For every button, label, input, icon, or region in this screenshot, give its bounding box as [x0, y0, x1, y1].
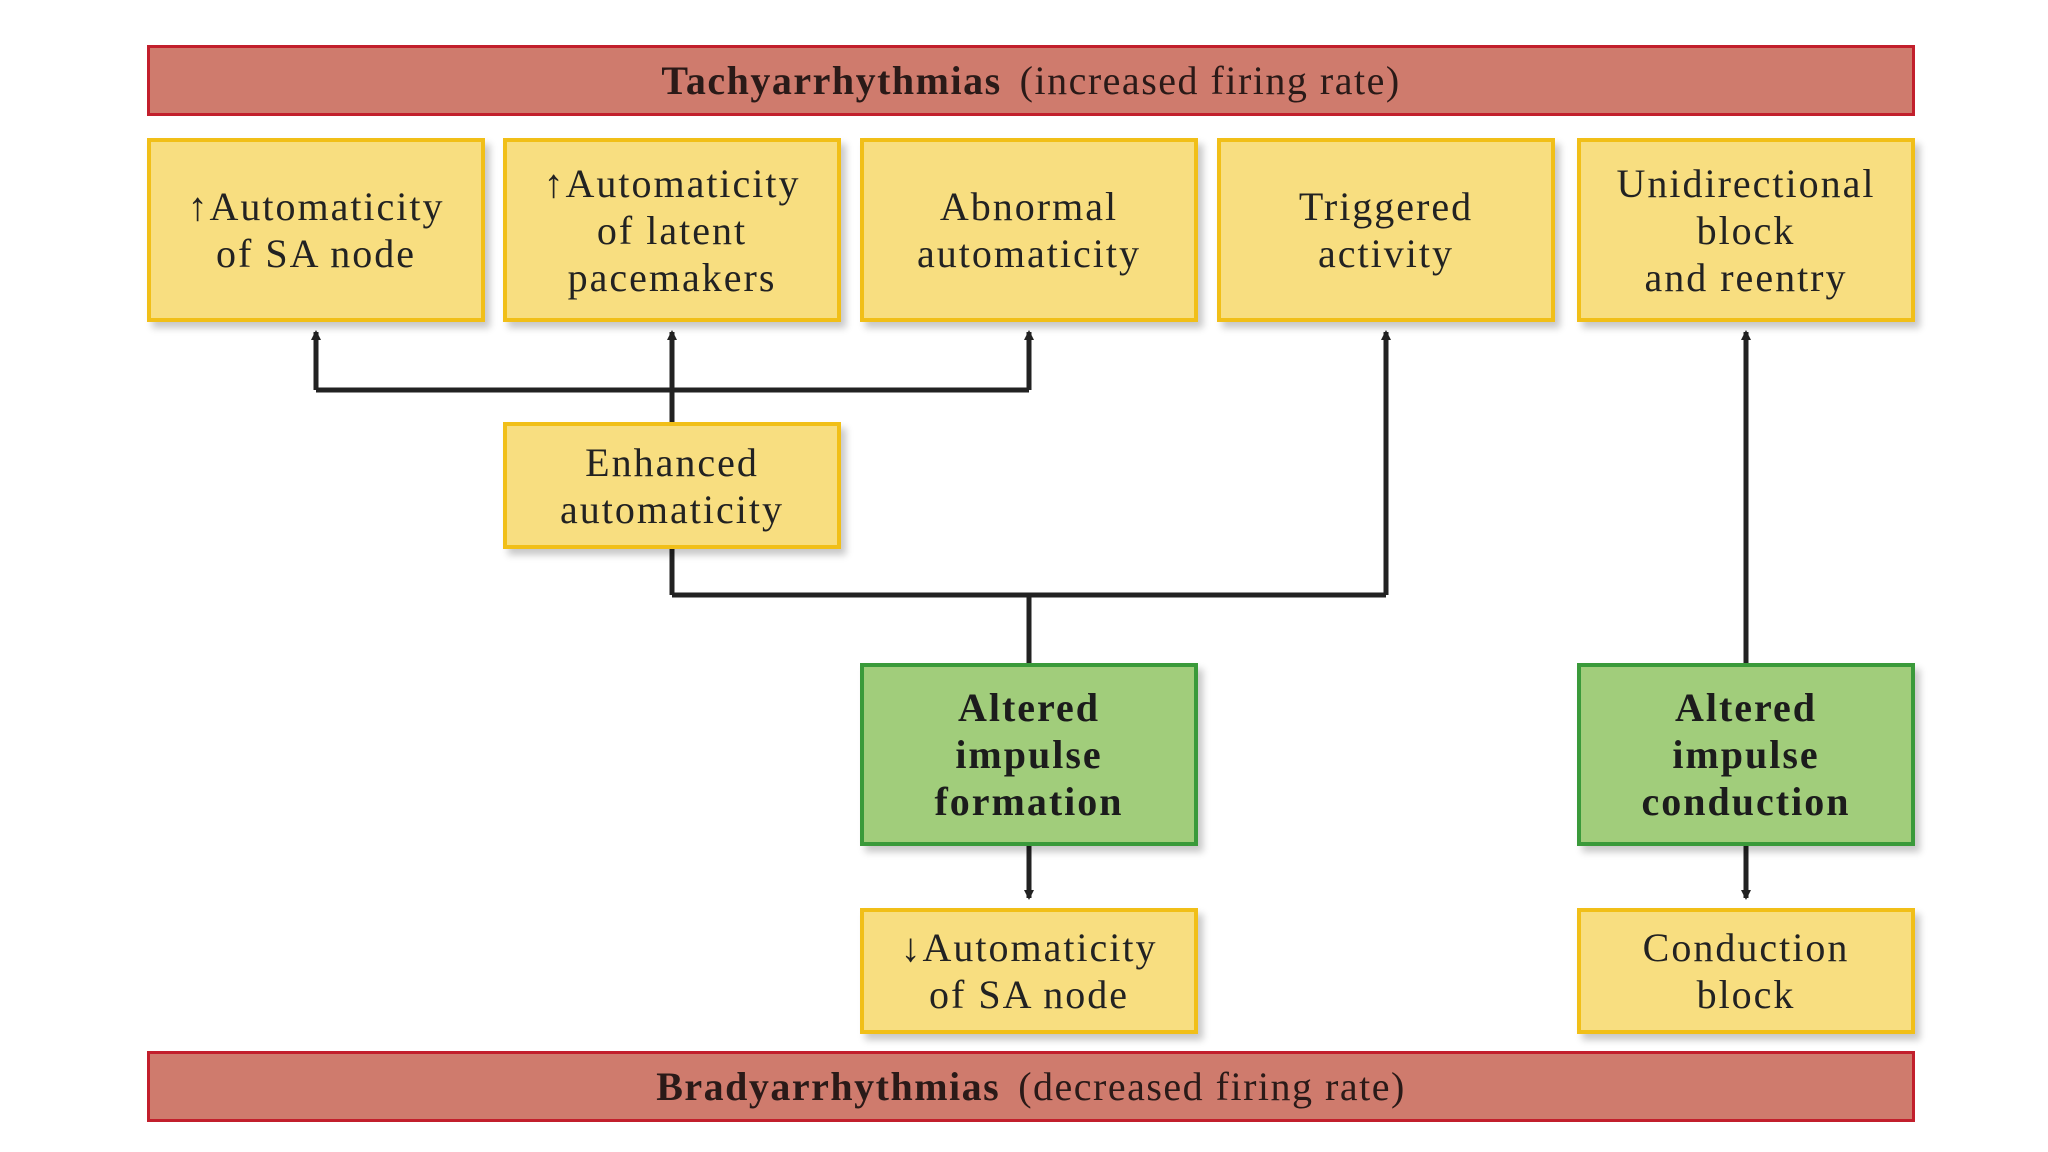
box-line: Unidirectional [1616, 160, 1876, 206]
box-line: conduction [1641, 779, 1851, 824]
box-line: of latent [596, 207, 748, 253]
altered-impulse-formation-box: Altered impulse formation [860, 663, 1198, 846]
latent-pacemakers-automaticity-box: ↑Automaticity of latent pacemakers [503, 138, 841, 322]
box-line: automaticity [917, 231, 1141, 276]
box-line: Abnormal [939, 184, 1119, 229]
conduction-block-box: Conduction block [1577, 908, 1915, 1034]
box-line: ↑Automaticity [187, 184, 445, 229]
box-line: impulse [955, 732, 1103, 777]
box-line: automaticity [560, 486, 784, 532]
box-line: activity [1318, 231, 1454, 276]
banner-title: Tachyarrhythmias [661, 58, 1002, 103]
increased-sa-node-automaticity-box: ↑Automaticity of SA node [147, 138, 485, 322]
banner-title: Bradyarrhythmias [656, 1064, 1001, 1109]
box-line: ↓Automaticity [900, 925, 1158, 970]
bradyarrhythmias-banner: Bradyarrhythmias (decreased firing rate) [147, 1051, 1915, 1122]
box-line: pacemakers [567, 254, 777, 300]
box-line: Altered [1674, 685, 1818, 730]
banner-subtitle: (decreased firing rate) [1018, 1064, 1406, 1109]
abnormal-automaticity-box: Abnormal automaticity [860, 138, 1198, 322]
decreased-sa-node-automaticity-box: ↓Automaticity of SA node [860, 908, 1198, 1034]
box-line: Conduction [1642, 925, 1850, 970]
box-line: and reentry [1644, 254, 1848, 300]
tachyarrhythmias-banner: Tachyarrhythmias (increased firing rate) [147, 45, 1915, 116]
triggered-activity-box: Triggered activity [1217, 138, 1555, 322]
box-line: of SA node [929, 972, 1129, 1017]
box-line: ↑Automaticity [543, 160, 801, 206]
box-line: Altered [957, 685, 1101, 730]
box-line: formation [934, 779, 1124, 824]
box-line: Enhanced [585, 439, 759, 485]
box-line: block [1696, 972, 1796, 1017]
enhanced-automaticity-box: Enhanced automaticity [503, 422, 841, 549]
box-line: of SA node [216, 231, 416, 276]
unidirectional-block-reentry-box: Unidirectional block and reentry [1577, 138, 1915, 322]
box-line: Triggered [1298, 184, 1474, 229]
box-line: impulse [1672, 732, 1820, 777]
altered-impulse-conduction-box: Altered impulse conduction [1577, 663, 1915, 846]
box-line: block [1696, 207, 1796, 253]
banner-subtitle: (increased firing rate) [1019, 58, 1401, 103]
